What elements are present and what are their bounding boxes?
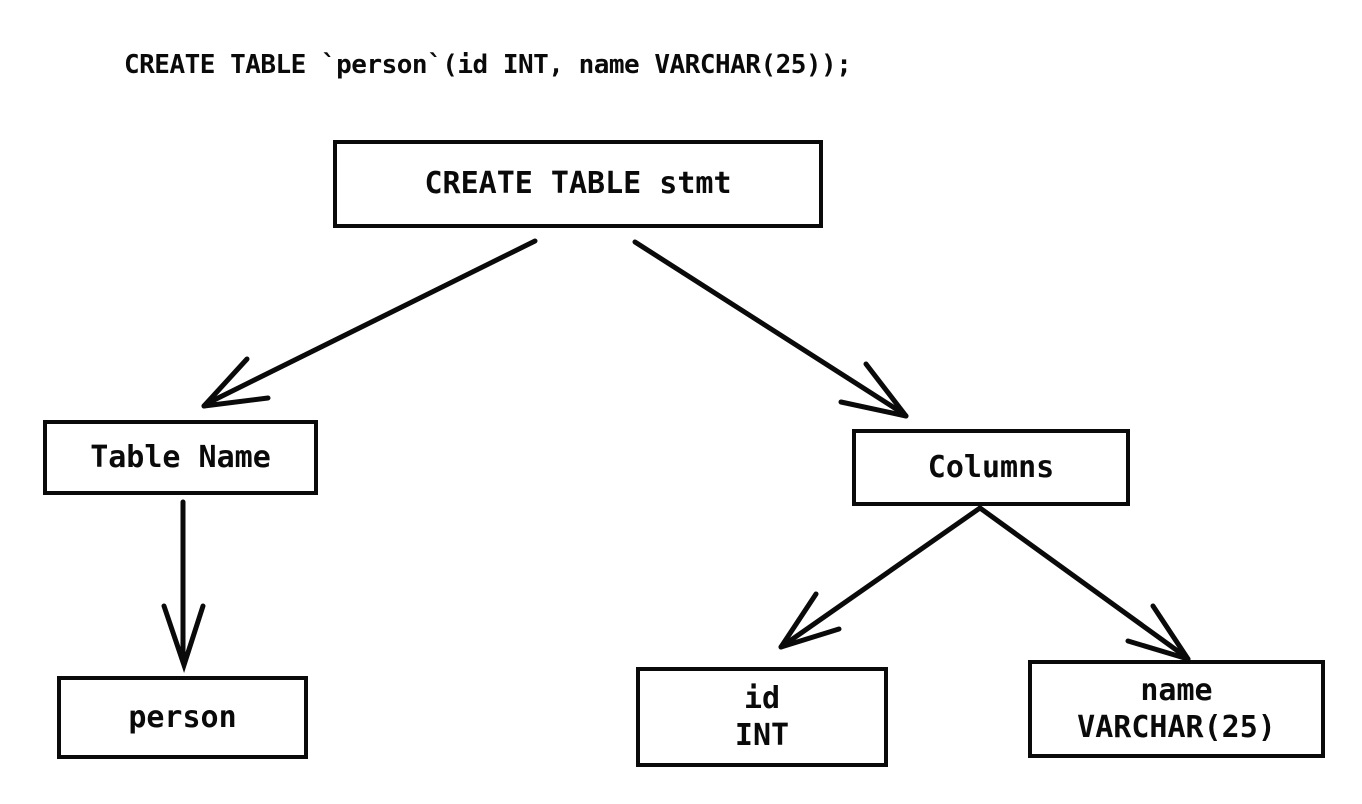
edge-stmt-to-columns [632, 239, 909, 419]
node-columns: Columns [852, 429, 1130, 506]
node-label-line-2: INT [734, 718, 790, 753]
edge-columns-to-id [778, 505, 983, 650]
node-name-column: name VARCHAR(25) [1028, 660, 1325, 758]
node-label-line-1: name [1140, 672, 1213, 708]
node-create-table-stmt: CREATE TABLE stmt [333, 140, 823, 228]
node-label: person [128, 699, 237, 735]
node-label: Table Name [90, 439, 271, 475]
edge-columns-to-name [977, 505, 1191, 662]
sql-statement-text: CREATE TABLE `person`(id INT, name VARCH… [124, 50, 852, 80]
edge-table-name-to-person [161, 499, 206, 673]
node-person: person [57, 676, 308, 759]
node-label-line-2: VARCHAR(25) [1077, 710, 1276, 745]
node-table-name: Table Name [43, 420, 318, 495]
node-label-line-1: id [743, 680, 781, 716]
node-label: CREATE TABLE stmt [424, 166, 732, 202]
node-id-column: id INT [636, 667, 888, 767]
node-label: Columns [927, 449, 1055, 485]
edge-stmt-to-table-name [201, 238, 538, 409]
